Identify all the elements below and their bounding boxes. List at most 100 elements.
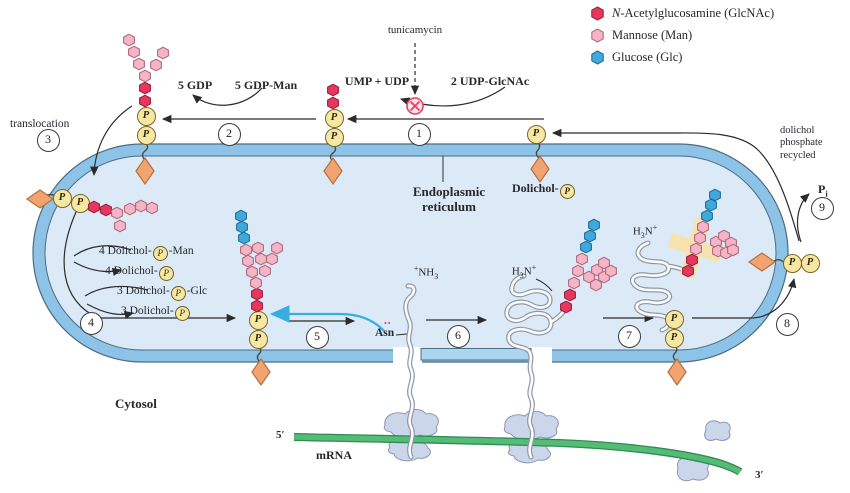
dolichol-icon (747, 251, 777, 278)
glcnac-sugar-icon (563, 288, 577, 307)
dolichol-p-4-label: 4 Dolichol-P (105, 265, 175, 281)
membrane-bar (420, 348, 532, 361)
mrna-label: mRNA (316, 448, 352, 462)
legend-item-man: Mannose (Man) (590, 28, 774, 43)
dolichol-p-3-label: 3 Dolichol-P (121, 305, 191, 321)
step-circle-5: 5 (305, 325, 329, 349)
phosphate-icon: P (136, 106, 156, 126)
glc-sugar-icon (700, 209, 714, 228)
dolichol-icon (666, 357, 688, 392)
man-legend-icon (591, 28, 604, 43)
asn-bond (395, 333, 408, 336)
man-sugar-icon (110, 206, 124, 225)
step-circle-2: 2 (217, 122, 241, 146)
glc-sugar-icon (587, 218, 601, 237)
dolichol-icon (134, 156, 156, 191)
dolichol-man-4-label: 4 Dolichol-P-Man (99, 245, 194, 261)
glcnac-sugar-icon (250, 287, 264, 306)
step-circle-4: 4 (79, 311, 103, 335)
free-ribosome-subunit (704, 420, 731, 441)
nh3-label: +NH3 (413, 264, 439, 281)
glc-sugar-icon (704, 198, 718, 217)
asn-label: Asn (375, 327, 395, 339)
man-sugar-icon (122, 33, 136, 52)
glc-sugar-icon (708, 188, 722, 207)
ump-udp-label: UMP + UDP (344, 74, 410, 88)
arrow-step8 (692, 277, 797, 319)
three-prime-label: 3′ (755, 469, 764, 481)
phosphate-icon: P (664, 328, 684, 348)
man-sugar-icon (597, 256, 611, 275)
dolichol-icon (250, 357, 272, 392)
legend-item-label: N-Acetylglucosamine (GlcNAc) (612, 6, 775, 20)
glcnac-sugar-icon (681, 264, 695, 283)
gdp-man-label: 5 GDP-Man (234, 78, 298, 92)
dolichol-icon (322, 156, 344, 191)
tunicamycin-label: tunicamycin (387, 24, 443, 36)
phosphate-icon: P (526, 124, 546, 144)
pi-label: Pi (818, 182, 828, 199)
recycle-path (551, 128, 800, 242)
phosphate-icon: P (70, 193, 90, 213)
translocon-gap (529, 347, 552, 365)
man-sugar-icon (239, 243, 253, 262)
phosphate-icon: P (800, 253, 820, 273)
legend-item-glc: Glucose (Glc) (590, 50, 774, 65)
glycan-transfer-arrow (269, 305, 385, 332)
glcnac-sugar-icon (250, 299, 264, 318)
man-sugar-icon (251, 241, 265, 260)
glcnac-legend-icon (591, 6, 604, 21)
arc-dolichol-glc-in (84, 285, 149, 297)
legend-item-label: Glucose (Glc) (612, 50, 683, 64)
glcnac-sugar-icon (326, 83, 340, 102)
man-sugar-icon (145, 201, 159, 220)
glcnac-sugar-icon (326, 96, 340, 115)
asn-dots: •• (384, 319, 392, 328)
man-sugar-icon (604, 264, 618, 283)
legend-item-label: Mannose (Man) (612, 28, 693, 42)
man-sugar-icon (693, 231, 707, 250)
legend-item-glcnac: N-Acetylglucosamine (GlcNAc) (590, 6, 774, 21)
phosphate-icon: P (782, 253, 802, 273)
man-sugar-icon (575, 252, 589, 271)
man-sugar-icon (156, 46, 170, 65)
five-prime-label: 5′ (276, 429, 285, 441)
man-sugar-icon (567, 276, 581, 295)
protein-ribbons (403, 240, 689, 460)
udp-glcnac-label: 2 UDP-GlcNAc (450, 74, 530, 88)
glcnac-sugar-icon (99, 203, 113, 222)
man-sugar-icon (689, 242, 703, 261)
arrow-step9 (796, 193, 810, 243)
phosphate-icon: P (170, 286, 186, 301)
man-sugar-icon (127, 45, 141, 64)
arc-dolichol-man-in (73, 245, 132, 257)
dolichol-icon (529, 154, 551, 189)
man-sugar-icon (696, 220, 710, 239)
step-circle-7: 7 (617, 324, 641, 348)
glc-sugar-icon (234, 209, 248, 228)
dolichol-p-label: Dolichol-P (512, 181, 576, 199)
gdp-label: 5 GDP (177, 78, 213, 92)
glcnac-sugar-icon (685, 253, 699, 272)
step-circle-8: 8 (775, 312, 799, 336)
er-membrane (32, 143, 789, 365)
arrow-step3 (90, 105, 133, 177)
man-sugar-icon (245, 265, 259, 284)
man-sugar-icon (726, 243, 740, 262)
translocon-gap (393, 347, 422, 365)
man-sugar-icon (265, 252, 279, 271)
glcnac-sugar-icon (87, 200, 101, 219)
man-sugar-icon (270, 241, 284, 260)
phosphate-icon: P (664, 309, 684, 329)
man-sugar-icon (113, 219, 127, 238)
phosphate-icon: P (158, 266, 174, 281)
glc-sugar-icon (235, 220, 249, 239)
phosphate-icon: P (324, 127, 344, 147)
step-circle-9: 9 (810, 196, 834, 220)
phosphate-icon: P (248, 329, 268, 349)
dolichol-glc-3-label: 3 Dolichol-P-Glc (117, 285, 207, 301)
